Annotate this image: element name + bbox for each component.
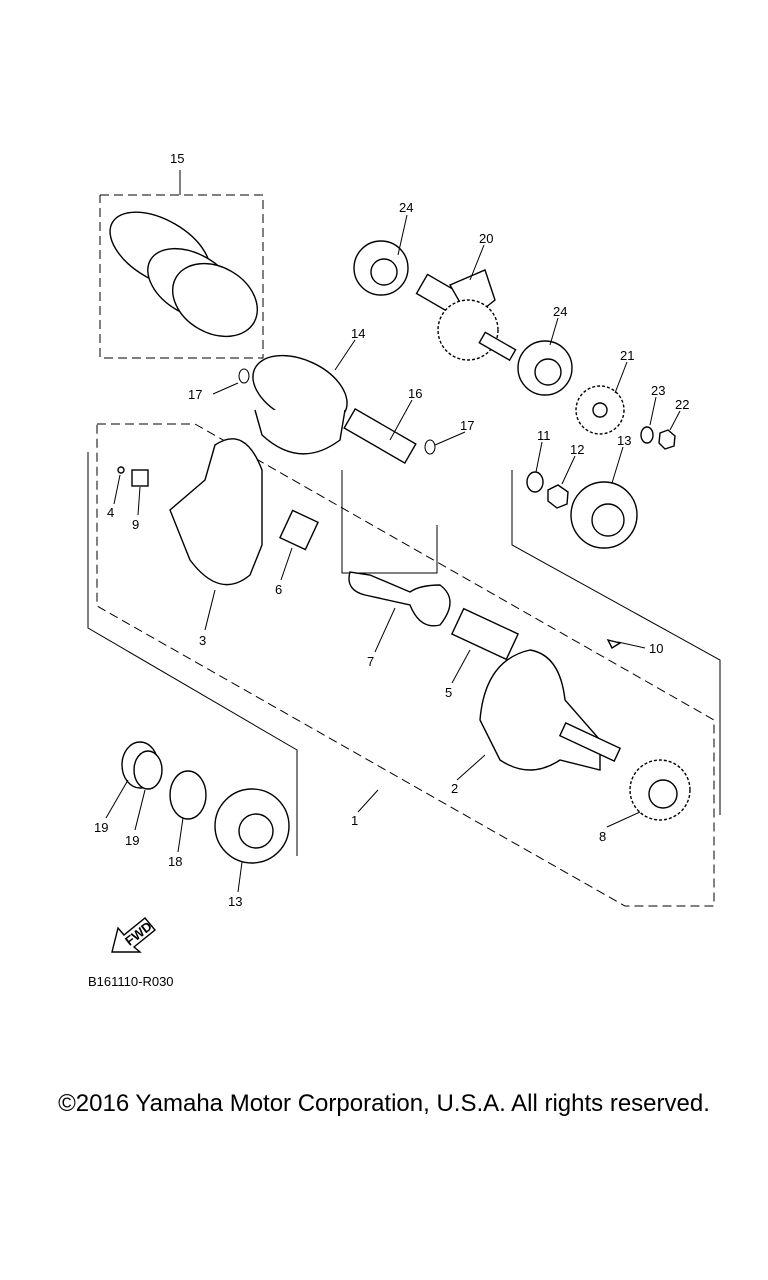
crank-right xyxy=(479,649,601,771)
callout: 9 xyxy=(132,517,139,532)
ring-19b xyxy=(133,750,163,790)
callout: 14 xyxy=(351,326,365,341)
callout: 3 xyxy=(199,633,206,648)
copyright-notice: ©2016 Yamaha Motor Corporation, U.S.A. A… xyxy=(58,1090,710,1117)
bushing-9 xyxy=(131,469,149,487)
callout: 19 xyxy=(125,833,139,848)
clip-17b xyxy=(424,439,436,455)
callout: 16 xyxy=(408,386,422,401)
callout: 24 xyxy=(553,304,567,319)
callout: 19 xyxy=(94,820,108,835)
callout: 15 xyxy=(170,151,184,166)
right-bracket xyxy=(511,470,721,815)
callout: 10 xyxy=(649,641,663,656)
callout: 5 xyxy=(445,685,452,700)
callout: 6 xyxy=(275,582,282,597)
bearing-24b xyxy=(517,340,573,396)
leader-lines xyxy=(105,214,681,893)
piston-pin xyxy=(343,408,417,464)
sleeve-18 xyxy=(169,770,207,820)
balancer-shaft xyxy=(415,269,517,362)
callout: 23 xyxy=(651,383,665,398)
callout: 18 xyxy=(168,854,182,869)
crank-left xyxy=(169,438,263,586)
conrod-bracket xyxy=(341,470,438,574)
callout: 21 xyxy=(620,348,634,363)
needle-bearing xyxy=(279,509,319,551)
callout: 12 xyxy=(570,442,584,457)
callout: 8 xyxy=(599,829,606,844)
callout: 11 xyxy=(537,428,551,443)
fwd-arrow-icon: FWD xyxy=(111,917,156,953)
connecting-rod xyxy=(348,571,451,627)
callout: 7 xyxy=(367,654,374,669)
clip-17a xyxy=(238,368,250,384)
diagram-code: B161110-R030 xyxy=(88,974,174,989)
callout: 4 xyxy=(107,505,114,520)
gear-8 xyxy=(629,759,691,821)
piston-ring-set-box xyxy=(99,194,264,359)
callout: 24 xyxy=(399,200,413,215)
nut-22 xyxy=(658,429,676,450)
callout: 13 xyxy=(228,894,242,909)
washer-23 xyxy=(640,426,654,444)
callout: 20 xyxy=(479,231,493,246)
key-10 xyxy=(606,638,622,650)
crank-pin xyxy=(450,607,520,661)
washer-11 xyxy=(526,471,544,493)
callout: 17 xyxy=(188,387,202,402)
callout: 17 xyxy=(460,418,474,433)
bearing-13a xyxy=(570,481,638,549)
piston-rings xyxy=(109,211,259,338)
piston xyxy=(252,354,348,455)
left-crank-bracket xyxy=(87,452,298,856)
callout: 2 xyxy=(451,781,458,796)
nut-12 xyxy=(547,484,569,509)
crankshaft-assembly-box xyxy=(96,423,715,907)
bearing-24a xyxy=(353,240,409,296)
plug-4 xyxy=(117,466,125,474)
bearing-13b xyxy=(214,788,290,864)
callout-labels: 15 24 20 14 24 21 23 22 17 16 17 11 12 1… xyxy=(94,151,689,909)
callout: 1 xyxy=(351,813,358,828)
callout: 13 xyxy=(617,433,631,448)
callout: 22 xyxy=(675,397,689,412)
